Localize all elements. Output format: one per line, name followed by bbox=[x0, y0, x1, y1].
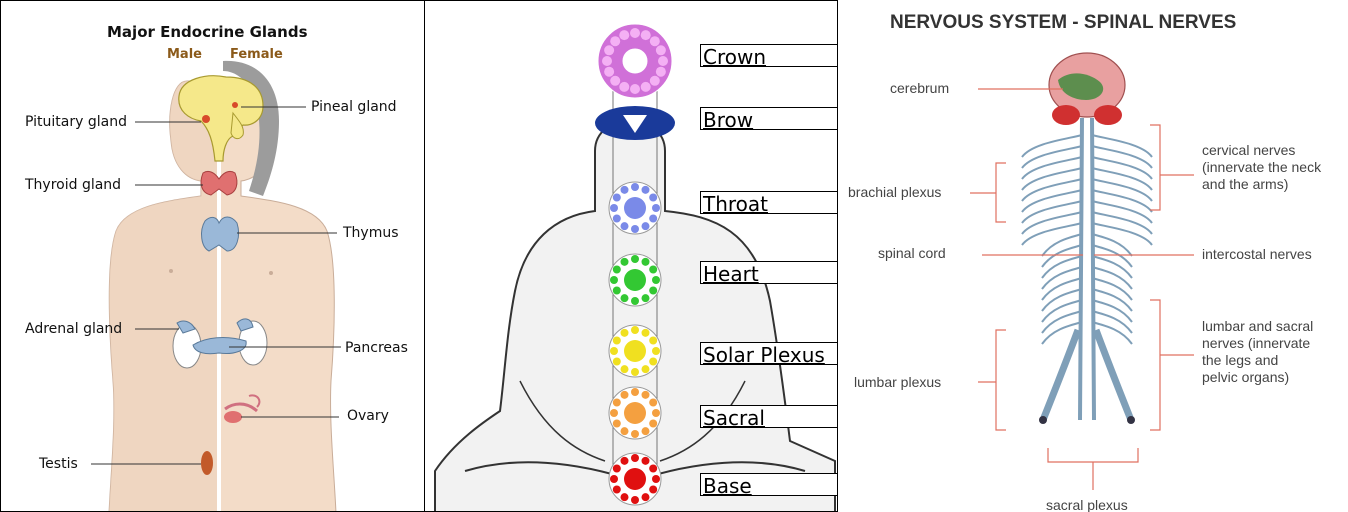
chakra-label-heart: Heart bbox=[700, 261, 838, 284]
chakra-brow bbox=[595, 106, 675, 140]
label-pineal: Pineal gland bbox=[311, 99, 397, 115]
chakra-label-throat: Throat bbox=[700, 191, 838, 214]
endocrine-figure bbox=[1, 1, 424, 512]
chakra-label-brow: Brow bbox=[700, 107, 838, 130]
label-thyroid: Thyroid gland bbox=[25, 177, 121, 193]
label-intercostal-nerves: intercostal nerves bbox=[1202, 246, 1312, 263]
endocrine-panel: Major Endocrine Glands Male Female Pitui… bbox=[0, 0, 424, 512]
chakra-heart bbox=[609, 254, 661, 306]
chakra-solar-plexus bbox=[609, 325, 661, 377]
chakra-base bbox=[609, 453, 661, 505]
label-cervical-nerves: cervical nerves (innervate the neck and … bbox=[1202, 142, 1321, 193]
label-sacral-plexus: sacral plexus bbox=[1046, 497, 1128, 512]
label-cerebrum: cerebrum bbox=[890, 80, 949, 97]
chakra-throat bbox=[609, 182, 661, 234]
label-lumbar-sacral-nerves: lumbar and sacral nerves (innervate the … bbox=[1202, 318, 1313, 386]
male-label: Male bbox=[167, 47, 202, 62]
endocrine-title: Major Endocrine Glands bbox=[107, 23, 308, 41]
female-label: Female bbox=[230, 47, 283, 62]
chakra-label-sacral: Sacral bbox=[700, 405, 838, 428]
label-adrenal: Adrenal gland bbox=[25, 321, 122, 337]
chakra-crown bbox=[598, 24, 672, 98]
chakra-sacral bbox=[609, 387, 661, 439]
nervous-panel: NERVOUS SYSTEM - SPINAL NERVES cerebrum … bbox=[838, 0, 1348, 512]
label-testis: Testis bbox=[39, 456, 78, 472]
nerve-branches bbox=[1022, 135, 1152, 344]
meditation-figure bbox=[425, 1, 838, 512]
chakra-label-base: Base bbox=[700, 473, 838, 496]
label-pancreas: Pancreas bbox=[345, 340, 408, 356]
nervous-title: NERVOUS SYSTEM - SPINAL NERVES bbox=[890, 12, 1236, 34]
label-ovary: Ovary bbox=[347, 408, 389, 424]
label-spinal-cord: spinal cord bbox=[878, 245, 946, 262]
chakra-label-crown: Crown bbox=[700, 44, 838, 67]
label-brachial-plexus: brachial plexus bbox=[848, 184, 941, 201]
label-lumbar-plexus: lumbar plexus bbox=[854, 374, 941, 391]
label-thymus: Thymus bbox=[343, 225, 399, 241]
chakra-label-solar-plexus: Solar Plexus bbox=[700, 342, 838, 365]
label-pituitary: Pituitary gland bbox=[25, 114, 127, 130]
